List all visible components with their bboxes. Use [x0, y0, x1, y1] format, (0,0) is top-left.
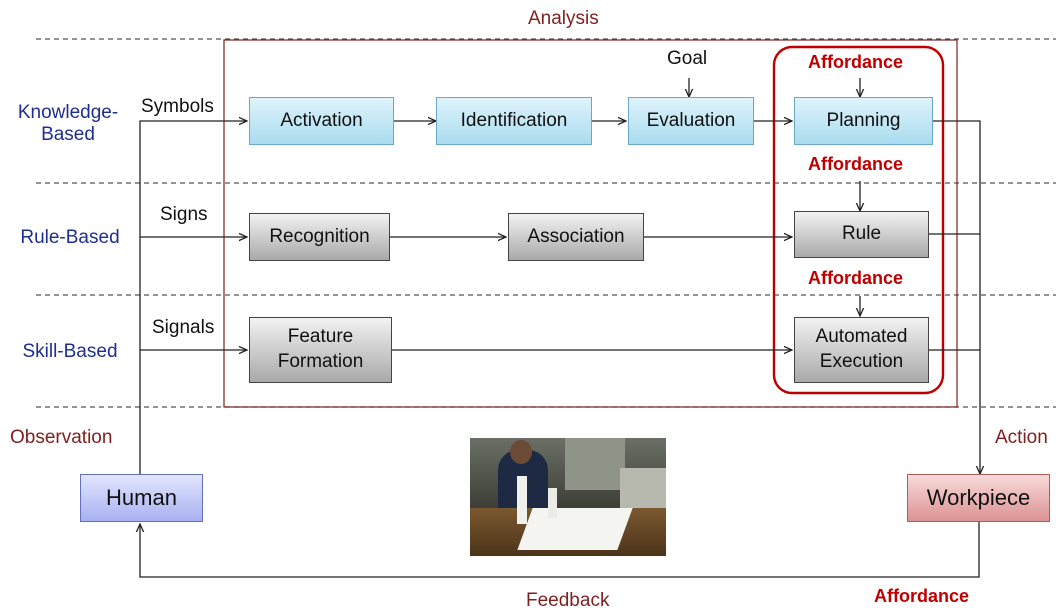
analysis-frame	[223, 39, 958, 408]
symbols-label: Symbols	[141, 96, 214, 117]
affordance-frame	[772, 45, 945, 395]
level-rule-based: Rule-Based	[20, 227, 120, 248]
automated-execution-box: Automated Execution	[794, 317, 929, 383]
observation-label: Observation	[10, 427, 113, 448]
goal-label: Goal	[667, 48, 708, 69]
rule-box: Rule	[794, 211, 929, 258]
evaluation-box: Evaluation	[628, 97, 754, 145]
signs-label: Signs	[160, 204, 208, 225]
workpiece-box: Workpiece	[907, 474, 1050, 522]
affordance-label-execution: Affordance	[808, 268, 904, 288]
signals-label: Signals	[152, 317, 215, 338]
recognition-box: Recognition	[249, 213, 390, 261]
level-skill-based: Skill-Based	[22, 341, 118, 362]
human-box: Human	[80, 474, 203, 522]
activation-box: Activation	[249, 97, 394, 145]
identification-box: Identification	[436, 97, 592, 145]
feature-formation-box: Feature Formation	[249, 317, 392, 383]
affordance-label-feedback: Affordance	[874, 586, 970, 606]
planning-box: Planning	[794, 97, 933, 145]
affordance-label-rule: Affordance	[808, 154, 904, 174]
analysis-label: Analysis	[528, 8, 599, 29]
association-box: Association	[508, 213, 644, 261]
level-knowledge-based: Knowledge- Based	[17, 102, 119, 145]
action-label: Action	[995, 427, 1048, 448]
feedback-label: Feedback	[526, 590, 610, 611]
affordance-label-planning: Affordance	[808, 52, 904, 72]
photo-person-stacking-blocks	[470, 438, 666, 556]
